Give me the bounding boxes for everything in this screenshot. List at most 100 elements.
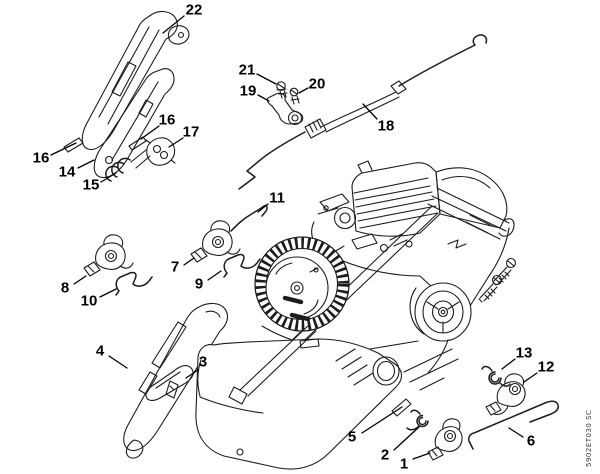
callout-number: 4 bbox=[96, 343, 105, 360]
callout-number: 18 bbox=[378, 118, 395, 135]
callout-leader-line bbox=[256, 73, 277, 85]
callout-14: 14 bbox=[59, 159, 95, 181]
mount-screws bbox=[478, 257, 517, 303]
part-16-pin-left bbox=[63, 137, 84, 153]
callout-17: 17 bbox=[168, 124, 200, 148]
callout-number: 1 bbox=[400, 456, 408, 473]
callout-4: 4 bbox=[96, 343, 128, 369]
part-18-throttle-cable bbox=[238, 34, 488, 190]
callout-number: 19 bbox=[240, 83, 257, 100]
callout-leader-line bbox=[99, 288, 117, 298]
callout-number: 6 bbox=[527, 433, 535, 450]
callout-1: 1 bbox=[400, 452, 431, 473]
callout-leader-line bbox=[393, 426, 420, 451]
callout-number: 16 bbox=[33, 150, 50, 167]
callout-leader-line bbox=[168, 137, 184, 148]
callout-number: 20 bbox=[309, 76, 326, 93]
part-13-spring bbox=[481, 365, 511, 387]
callout-number: 7 bbox=[171, 259, 179, 276]
part-9-spring-clip bbox=[223, 253, 261, 278]
callout-leader-line bbox=[108, 355, 128, 369]
callout-7: 7 bbox=[171, 257, 195, 276]
callout-12: 12 bbox=[523, 359, 555, 383]
callout-leader-line bbox=[162, 15, 185, 34]
callout-number: 9 bbox=[195, 276, 203, 293]
callout-3: 3 bbox=[185, 354, 207, 379]
callout-6: 6 bbox=[508, 427, 535, 450]
part-5-pin bbox=[391, 398, 412, 417]
callout-leader-line bbox=[257, 94, 270, 102]
callout-13: 13 bbox=[501, 345, 533, 370]
part-10-spring-clip bbox=[115, 271, 153, 296]
part-22-top-handle-molding bbox=[81, 10, 190, 151]
part-2-spring bbox=[406, 409, 429, 431]
callout-16: 16 bbox=[140, 112, 176, 140]
callout-leader-line bbox=[50, 142, 77, 156]
part-7-lever bbox=[190, 220, 241, 263]
callout-5: 5 bbox=[348, 406, 403, 446]
callout-leader-line bbox=[100, 172, 117, 183]
callout-leader-line bbox=[183, 257, 195, 266]
front-handle-bar bbox=[228, 323, 317, 405]
drawing-number: 5902ET030 SC bbox=[585, 410, 593, 467]
callout-number: 5 bbox=[348, 429, 356, 446]
callout-number: 13 bbox=[516, 345, 533, 362]
cylinder bbox=[351, 160, 441, 237]
part-3-cover bbox=[145, 365, 194, 401]
callout-leader-line bbox=[501, 358, 516, 370]
part-12-lever bbox=[485, 373, 526, 416]
callout-number: 17 bbox=[183, 124, 200, 141]
throttle-linkage bbox=[447, 239, 467, 249]
part-8-lever bbox=[83, 234, 134, 277]
part-19-lever bbox=[266, 92, 304, 126]
callout-20: 20 bbox=[298, 76, 326, 94]
callout-number: 22 bbox=[186, 2, 203, 19]
callout-21: 21 bbox=[239, 62, 277, 85]
callout-leader-line bbox=[412, 452, 431, 460]
engine-shroud bbox=[435, 167, 508, 229]
callout-11: 11 bbox=[257, 190, 285, 213]
callout-number: 8 bbox=[61, 280, 69, 297]
callout-number: 14 bbox=[59, 164, 76, 181]
callout-leader-line bbox=[140, 125, 160, 140]
callout-16: 16 bbox=[33, 142, 77, 167]
part-11-rod bbox=[230, 204, 268, 232]
callout-number: 10 bbox=[81, 293, 98, 310]
callout-leader-line bbox=[185, 369, 199, 379]
callout-8: 8 bbox=[61, 275, 87, 297]
callout-15: 15 bbox=[83, 172, 117, 194]
engine-assembly bbox=[195, 160, 517, 470]
callout-10: 10 bbox=[81, 288, 117, 310]
callout-number: 16 bbox=[159, 112, 176, 129]
callout-number: 15 bbox=[83, 177, 100, 194]
callout-number: 3 bbox=[199, 354, 207, 371]
callout-leader-line bbox=[257, 203, 269, 213]
callout-2: 2 bbox=[381, 426, 420, 464]
callout-number: 12 bbox=[538, 359, 555, 376]
part-21-screw bbox=[276, 81, 288, 99]
part-20-screw bbox=[289, 87, 300, 105]
clutch-drum bbox=[409, 282, 472, 342]
callout-18: 18 bbox=[362, 103, 395, 135]
callout-number: 11 bbox=[269, 190, 285, 207]
callout-19: 19 bbox=[240, 83, 270, 102]
callout-leader-line bbox=[523, 372, 538, 383]
callout-leader-line bbox=[361, 406, 403, 434]
callout-leader-line bbox=[77, 159, 95, 169]
callout-leader-line bbox=[362, 103, 378, 120]
flywheel bbox=[254, 236, 350, 332]
part-15-spring bbox=[105, 149, 151, 182]
callout-leader-line bbox=[298, 87, 309, 94]
part-1-lever bbox=[427, 418, 463, 461]
callout-22: 22 bbox=[162, 2, 203, 34]
callout-leader-line bbox=[207, 270, 222, 281]
tank-housing bbox=[195, 338, 403, 470]
part-4-handle-molding bbox=[123, 302, 229, 459]
callout-number: 21 bbox=[239, 62, 256, 79]
rear-lower-bracket bbox=[403, 339, 459, 391]
callout-leader-line bbox=[73, 275, 87, 285]
callout-9: 9 bbox=[195, 270, 222, 293]
